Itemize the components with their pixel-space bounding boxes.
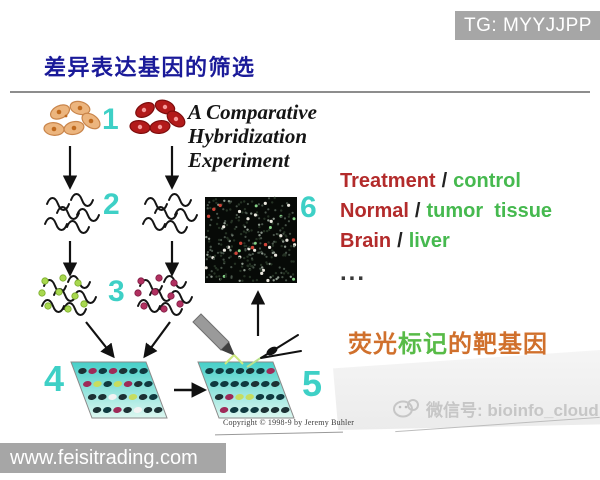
- microarray-slide-5: [197, 361, 295, 419]
- fluorescent-target-caption: 荧光标记的靶基因: [348, 324, 548, 359]
- step-label-3: 3: [108, 275, 125, 308]
- caption-fluor: 荧光: [348, 331, 398, 358]
- footer-url-badge: www.feisitrading.com: [0, 443, 226, 473]
- watermark-text: 微信号: bioinfo_cloud: [426, 401, 599, 420]
- step-label-4: 4: [44, 358, 65, 399]
- comparison-left: Normal: [340, 200, 409, 222]
- comparison-right: tumor tissue: [426, 200, 553, 222]
- tg-watermark-badge: TG: MYYJJPP: [455, 11, 600, 40]
- step-label-5: 5: [302, 363, 323, 404]
- caption-rest: 的靶基因: [448, 331, 548, 358]
- mrna-control: [44, 193, 100, 234]
- comparison-right: control: [453, 170, 521, 192]
- title-divider: [10, 91, 590, 93]
- labeled-rna-green: [38, 274, 97, 316]
- wechat-cloud-icon: [393, 398, 419, 417]
- experiment-title-line: Experiment: [188, 148, 290, 172]
- comparison-right: liver: [408, 230, 450, 252]
- comparison-left: Brain: [340, 230, 392, 252]
- comparison-row: Treatment/control: [340, 166, 552, 196]
- scanned-array-image: [204, 196, 297, 283]
- microarray-slide-4: [70, 361, 168, 419]
- experiment-diagram: [38, 99, 302, 419]
- comparison-row: Brain/liver: [340, 226, 552, 256]
- page-title: 差异表达基因的筛选: [44, 55, 256, 80]
- mrna-treatment: [142, 193, 198, 234]
- comparison-left: Treatment: [340, 170, 436, 192]
- comparison-ellipsis: ...: [340, 259, 367, 286]
- comparison-slash: /: [397, 230, 403, 252]
- labeled-rna-red: [134, 274, 193, 316]
- wechat-watermark: 微信号: bioinfo_cloud: [392, 396, 599, 421]
- step-label-6: 6: [300, 191, 317, 224]
- comparison-slash: /: [441, 170, 448, 192]
- comparison-row: Normal/tumor tissue: [340, 196, 552, 226]
- step-label-1: 1: [102, 103, 119, 136]
- copyright-text: Copyright © 1998-9 by Jeremy Buhler: [223, 418, 355, 427]
- arrow-labeled-right-to-slide: [143, 321, 171, 359]
- step-label-2: 2: [103, 188, 120, 221]
- comparison-list: Treatment/control Normal/tumor tissue Br…: [340, 166, 552, 286]
- arrow-labeled-left-to-slide: [85, 321, 115, 359]
- experiment-title-line: Hybridization: [188, 124, 308, 148]
- control-cells-cluster: [43, 100, 101, 136]
- caption-label: 标记: [398, 331, 448, 358]
- experiment-title: A Comparative Hybridization Experiment: [188, 100, 348, 172]
- experiment-title-line: A Comparative: [188, 100, 317, 124]
- eye-icon: [246, 334, 302, 368]
- comparison-slash: /: [414, 200, 421, 222]
- treatment-cells-cluster: [129, 99, 186, 135]
- scanner-pen-icon: [192, 313, 244, 365]
